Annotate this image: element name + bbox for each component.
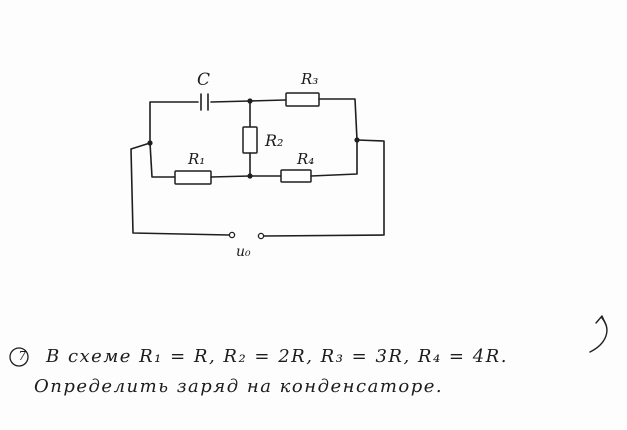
resistor-r1 <box>174 170 212 185</box>
hand-drawn-arrow-icon <box>589 317 608 353</box>
problem-number-circle <box>9 347 29 367</box>
wire-r4-to-right <box>310 139 358 177</box>
junction-top <box>247 98 253 104</box>
label-source-voltage: u₀ <box>236 244 251 260</box>
source-terminal-right <box>257 232 265 240</box>
label-r4: R₄ <box>296 150 314 168</box>
wire-node-to-r3 <box>249 99 286 102</box>
wire-r1-to-node <box>210 175 282 178</box>
wire-outer-right <box>263 139 385 237</box>
junction-right <box>354 137 360 143</box>
junction-bottom <box>247 173 253 179</box>
label-r1: R₁ <box>187 150 205 168</box>
label-capacitor: C <box>197 70 210 90</box>
arrowhead-icon <box>595 315 607 326</box>
label-r2: R₂ <box>264 131 283 150</box>
resistor-r2 <box>242 126 258 154</box>
junction-left <box>147 140 153 146</box>
wire-capacitor-to-node <box>210 100 251 103</box>
wire-left-to-r1 <box>149 142 176 178</box>
resistor-r4 <box>280 169 312 183</box>
wire-top-left <box>149 101 199 144</box>
problem-line-1: 7 В схеме R₁ = R, R₂ = 2R, R₃ = 3R, R₄ = … <box>14 346 508 367</box>
label-r3: R₃ <box>300 70 318 88</box>
wire-r3-to-right <box>318 98 358 141</box>
problem-number: 7 <box>18 349 28 363</box>
problem-statement-1: В схеме R₁ = R, R₂ = 2R, R₃ = 3R, R₄ = 4… <box>46 346 508 367</box>
source-terminal-left <box>228 231 236 239</box>
problem-line-2: Определить заряд на конденсаторе. <box>34 376 444 397</box>
resistor-r3 <box>285 92 320 107</box>
wire-outer-left <box>130 142 230 236</box>
